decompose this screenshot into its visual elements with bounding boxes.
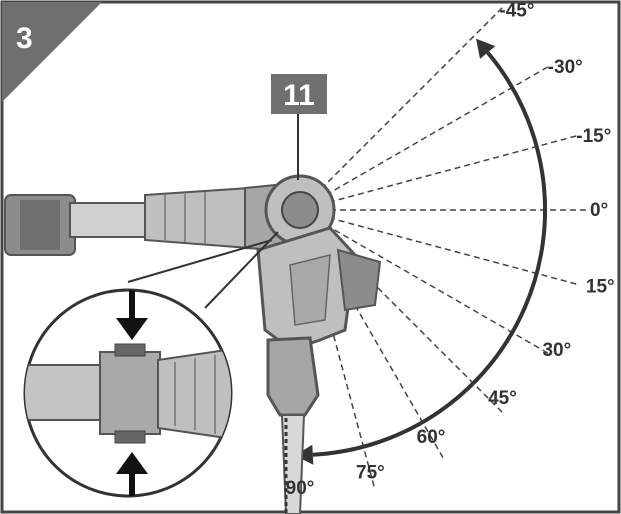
pole-grip-stripe (20, 200, 60, 250)
angle-line (320, 4, 506, 190)
pole-coupling (144, 186, 251, 250)
angle-label: 90° (286, 478, 315, 499)
pivot-joint (264, 174, 336, 246)
angle-labels: -45° -30° -15° 0° 15° 30° 45° 60° 75° 90° (286, 1, 615, 499)
angle-label: 0° (590, 200, 608, 221)
callout-11: 11 (271, 74, 327, 180)
saw-guard (266, 336, 320, 417)
saw-bar (280, 414, 306, 514)
angle-line (325, 64, 552, 196)
step-number: 3 (16, 22, 33, 55)
adjustment-arc (294, 38, 548, 465)
angle-label: -30° (548, 57, 583, 78)
detail-button-bottom (114, 430, 146, 444)
detail-collar (99, 351, 161, 435)
angle-label: 60° (417, 427, 446, 448)
angle-line (328, 134, 581, 203)
saw-side-cover (336, 248, 382, 312)
detail-housing-right (157, 346, 231, 442)
angle-label: -15° (576, 126, 611, 147)
pivot-knob (281, 191, 319, 229)
angle-label: -45° (499, 1, 534, 22)
callout-badge (271, 74, 327, 114)
arrow-head-bottom (294, 444, 314, 465)
arc-path (312, 51, 548, 457)
callout-label: 11 (283, 79, 315, 112)
step-badge-shape (2, 2, 102, 102)
angle-label: 75° (356, 463, 385, 484)
step-badge: 3 (2, 2, 102, 102)
pole-shaft (4, 182, 286, 256)
angle-line (328, 217, 581, 286)
magnifier-leader-2 (127, 239, 273, 283)
angle-label: 30° (542, 340, 571, 361)
detail-button-top (114, 343, 146, 357)
press-arrow-bottom-icon (116, 452, 148, 474)
magnifier-leader-1 (204, 231, 279, 309)
angle-label: 45° (488, 388, 517, 409)
pole-tube (69, 202, 151, 238)
angle-label: 15° (586, 277, 615, 298)
press-arrow-top-icon (116, 318, 148, 340)
arrow-head-top (476, 38, 496, 59)
angle-line (325, 224, 552, 356)
detail-magnifier (23, 231, 279, 498)
detail-shaft-left (25, 364, 106, 421)
saw-head (256, 226, 382, 514)
saw-housing-detail (289, 254, 331, 326)
